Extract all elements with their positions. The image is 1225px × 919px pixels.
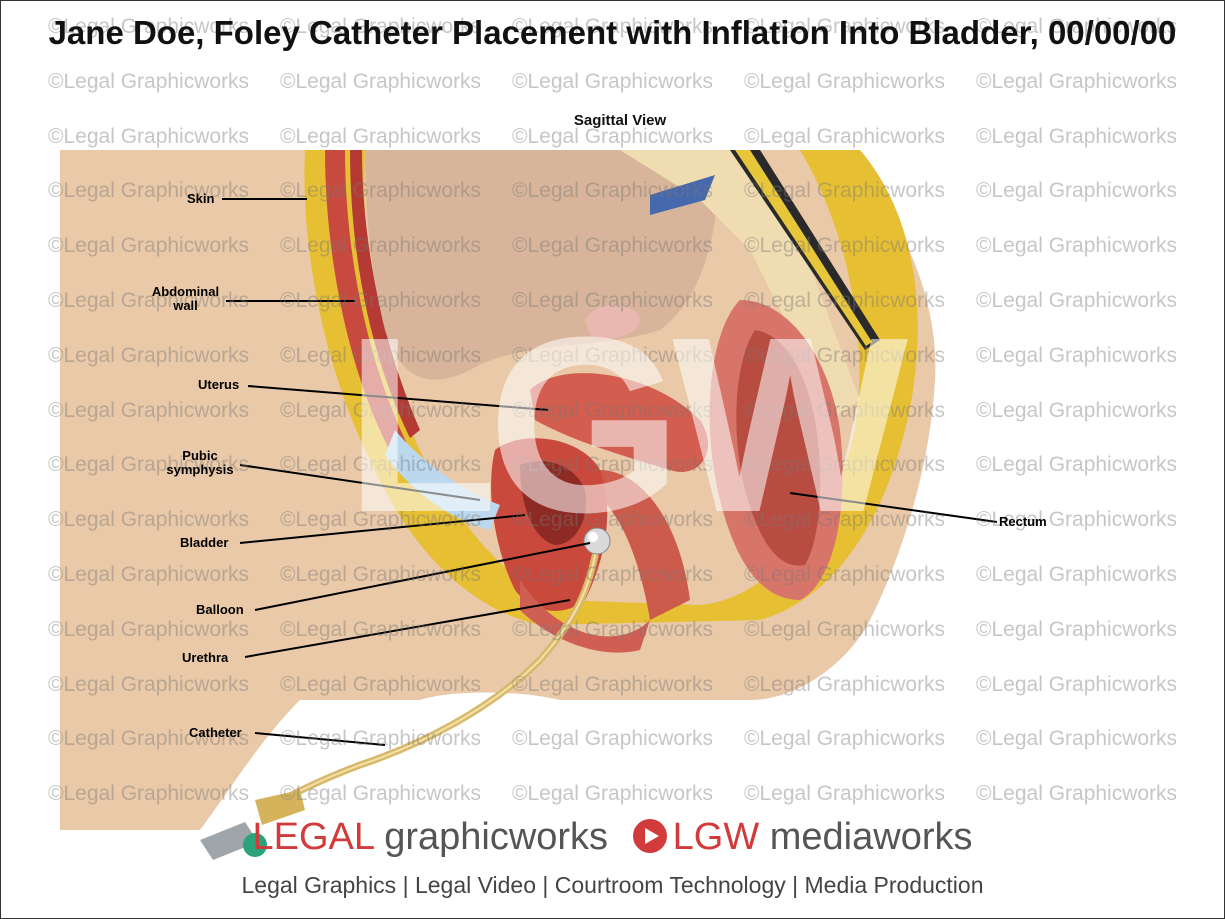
label-bladder: Bladder [180,535,229,550]
center-watermark-logo: LGW [345,285,908,564]
brand-legal: LEGAL [252,816,374,858]
leader-lines [222,198,998,746]
catheter-leader [254,732,386,746]
label-uterus: Uterus [198,377,240,392]
label-abdominal-wall-text: Abdominal wall [151,284,220,313]
label-balloon: Balloon [196,602,244,617]
page-title: Jane Doe, Foley Catheter Placement with … [48,14,1177,51]
brand-lgw: LGW [672,816,760,858]
abdominal-muscle-2 [350,150,420,438]
pubic-bone [385,430,500,530]
rectum-leader [789,492,998,523]
disc [650,175,715,215]
rectum-inner [736,330,821,566]
catheter-connector [255,790,305,825]
label-abdominal-wall: Abdominal wall [143,285,228,313]
uterus-leader [247,385,549,411]
catheter-tube-highlight [259,539,599,813]
label-urethra: Urethra [182,650,229,665]
urethra-leader [244,599,571,658]
tagline: Legal Graphics | Legal Video | Courtroom… [241,872,984,898]
label-skin: Skin [187,191,215,206]
abdominal-muscle [325,150,410,460]
play-icon [632,819,667,853]
bladder-leader [239,514,526,544]
balloon-leader [254,542,591,611]
view-label: Sagittal View [573,112,667,129]
brand-mediaworks: mediaworks [769,816,973,858]
fat-layer [304,150,918,625]
catheter-hub [200,822,258,860]
ovary [585,305,640,340]
label-catheter: Catheter [189,725,242,740]
brand-graphicworks: graphicworks [384,816,609,858]
valve-cap [243,833,267,857]
label-pubic-symphysis: Pubic symphysis [166,448,234,477]
spinal-cord-yellow [735,150,872,346]
lower-pelvis [520,580,650,653]
brand-banner: LEGAL graphicworks LGW mediaworks [0,812,1225,862]
bladder-lumen [520,461,586,545]
uterus [530,373,709,472]
pubic-symphysis-leader [239,464,481,501]
balloon-highlight [588,532,598,542]
vaginal-wall [595,470,690,620]
label-rectum: Rectum [999,514,1047,529]
